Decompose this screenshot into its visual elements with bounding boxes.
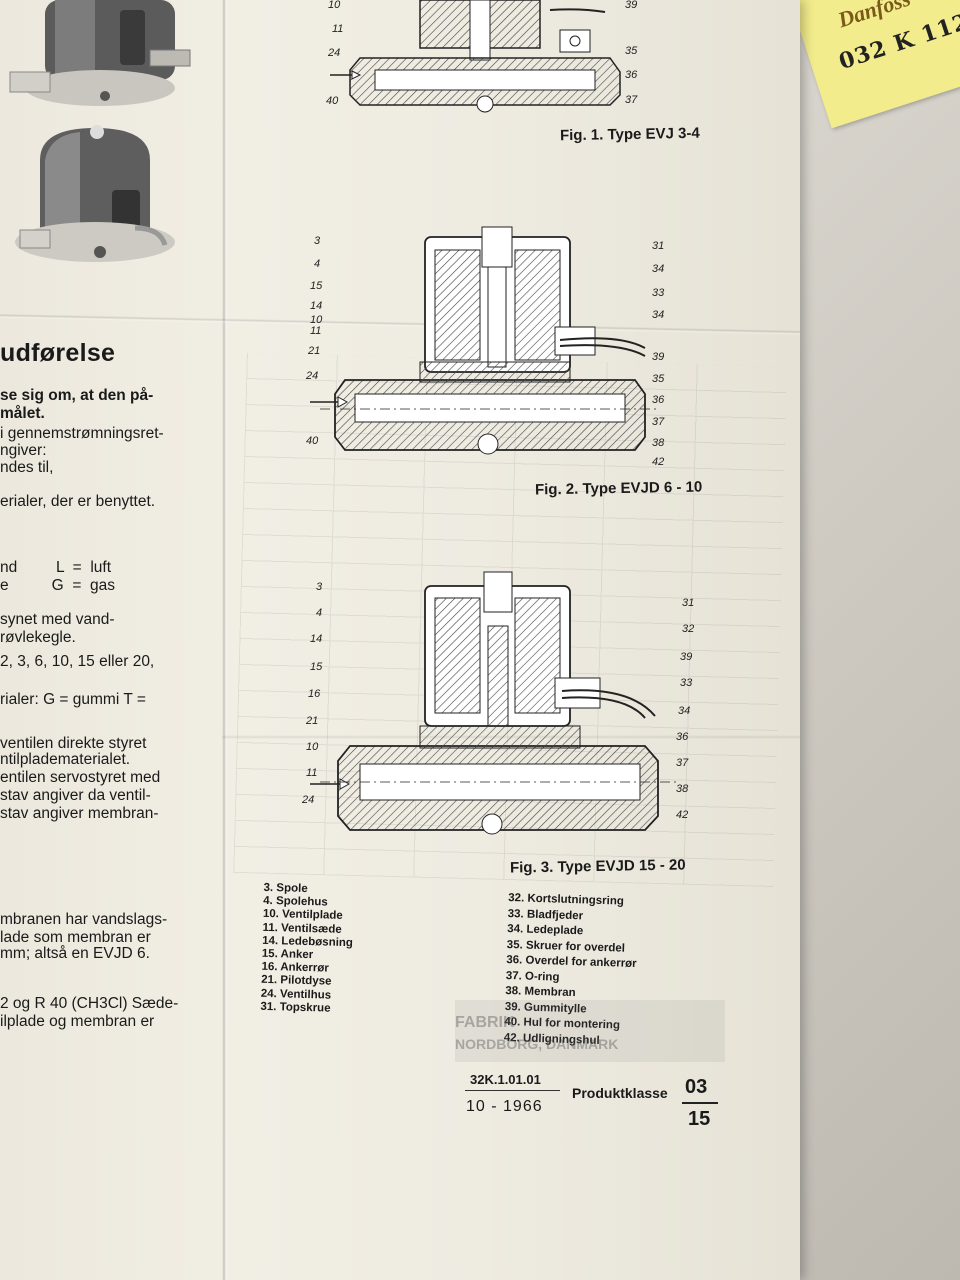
callout-label: 42 (652, 456, 664, 468)
stamp-line: FABRIK (455, 1014, 515, 1031)
faded-stamp: FABRIK NORDBORG, DANMARK (455, 1000, 725, 1062)
callout-label: 14 (310, 633, 322, 645)
callout-label: 37 (676, 757, 689, 769)
text-line: ndes til, (0, 459, 54, 476)
figure-3-diagram: 3 4 14 15 16 21 10 11 24 31 32 39 33 34 … (300, 566, 700, 851)
callout-label: 3 (314, 235, 321, 247)
product-class-bottom: 15 (688, 1108, 711, 1130)
callout-label: 21 (307, 345, 320, 357)
text-line: 2, 3, 6, 10, 15 eller 20, (0, 653, 155, 670)
text-line: i gennemstrømningsret- (0, 425, 164, 442)
callout-label: 14 (310, 300, 322, 312)
text-line: erialer, der er benyttet. (0, 493, 156, 510)
valve-photo-top (9, 0, 191, 106)
text-line: stav angiver da ventil- (0, 787, 151, 804)
callout-label: 24 (327, 47, 340, 59)
text-line: ilplade og membran er (0, 1013, 155, 1030)
callout-label: 34 (652, 309, 664, 321)
callout-label: 11 (310, 325, 321, 337)
callout-label: 39 (625, 0, 637, 11)
callout-label: 3 (316, 581, 323, 593)
text-line: rialer: G = gummi T = (0, 691, 146, 708)
footer-rule (465, 1090, 560, 1091)
text-line: nd L = luft (0, 559, 111, 576)
callout-label: 33 (680, 677, 693, 689)
callout-label: 35 (625, 45, 638, 57)
callout-label: 10 (328, 0, 341, 11)
fold-crease-vertical (222, 0, 228, 1280)
text-line: 2 og R 40 (CH3Cl) Sæde- (0, 995, 179, 1012)
callout-label: 35 (652, 373, 665, 385)
product-class-label: Produktklasse (572, 1085, 668, 1101)
callout-label: 39 (652, 351, 664, 363)
document-date: 10 - 1966 (466, 1098, 543, 1115)
callout-label: 40 (306, 435, 319, 447)
callout-label: 21 (305, 715, 318, 727)
callout-label: 11 (306, 767, 317, 779)
figure-1-diagram: 10 11 24 40 39 35 36 37 (320, 0, 660, 120)
callout-label: 11 (332, 23, 343, 35)
legend-item: 31. Topskrue (260, 1000, 331, 1015)
callout-label: 10 (310, 314, 323, 326)
text-line: mbranen har vandslags- (0, 911, 168, 928)
callout-label: 24 (301, 794, 314, 806)
figure-2-diagram: 3 4 15 14 10 11 21 24 40 31 34 33 34 39 … (300, 222, 680, 477)
callout-label: 15 (310, 280, 323, 292)
text-line: ngiver: (0, 442, 47, 459)
product-class-top: 03 (685, 1076, 708, 1098)
text-line: mm; altså en EVJD 6. (0, 945, 150, 962)
text-line: lade som membran er (0, 929, 151, 946)
callout-label: 33 (652, 287, 665, 299)
callout-label: 37 (625, 94, 638, 106)
stamp-line: NORDBORG, DANMARK (455, 1036, 619, 1052)
text-line: ntilpladematerialet. (0, 751, 131, 768)
parts-legend-left: 3. Spole 4. Spolehus 10. Ventilplade 11.… (260, 882, 354, 1016)
text-line: entilen servostyret med (0, 769, 161, 786)
callout-label: 38 (652, 437, 665, 449)
text-line: se sig om, at den på- (0, 387, 154, 404)
callout-label: 15 (310, 661, 323, 673)
document-sheet: udførelse se sig om, at den på- målet. i… (0, 0, 800, 1280)
text-line: ventilen direkte styret (0, 735, 147, 752)
callout-label: 34 (678, 705, 690, 717)
callout-label: 38 (676, 783, 689, 795)
callout-label: 36 (652, 394, 665, 406)
callout-label: 10 (306, 741, 319, 753)
valve-photo-bottom (15, 125, 175, 262)
document-code: 32K.1.01.01 (470, 1072, 541, 1087)
section-heading: udførelse (0, 339, 116, 367)
callout-label: 32 (682, 623, 694, 635)
callout-label: 4 (314, 258, 320, 270)
text-line: målet. (0, 405, 45, 422)
text-line: synet med vand- (0, 611, 115, 628)
callout-label: 4 (316, 607, 322, 619)
callout-label: 34 (652, 263, 664, 275)
callout-label: 37 (652, 416, 665, 428)
callout-label: 40 (326, 95, 339, 107)
callout-label: 42 (676, 809, 688, 821)
text-line: stav angiver membran- (0, 805, 159, 822)
callout-label: 24 (305, 370, 318, 382)
callout-label: 16 (308, 688, 321, 700)
callout-label: 31 (682, 597, 694, 609)
text-line: røvlekegle. (0, 629, 76, 646)
callout-label: 39 (680, 651, 692, 663)
callout-label: 31 (652, 240, 664, 252)
product-class-divider (682, 1102, 718, 1104)
figure-3-caption: Fig. 3. Type EVJD 15 - 20 (509, 856, 686, 877)
figure-1-caption: Fig. 1. Type EVJ 3-4 (559, 124, 700, 145)
figure-2-caption: Fig. 2. Type EVJD 6 - 10 (534, 478, 703, 499)
callout-label: 36 (625, 69, 638, 81)
callout-label: 36 (676, 731, 689, 743)
text-line: e G = gas (0, 577, 116, 594)
